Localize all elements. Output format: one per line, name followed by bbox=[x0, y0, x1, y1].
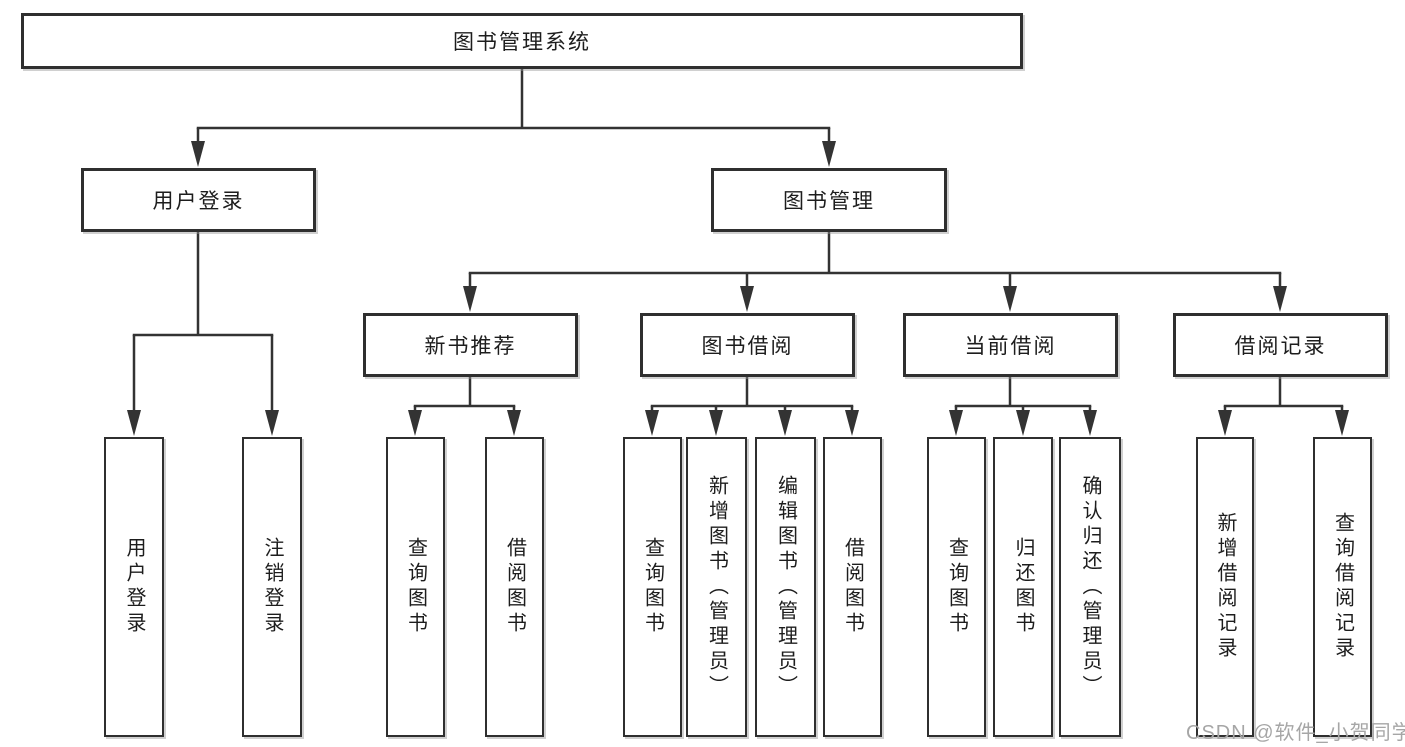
node-current-borrowing: 当前借阅 bbox=[903, 313, 1118, 377]
root-box: 图书管理系统 bbox=[21, 13, 1023, 69]
leaf-edit-book-admin-label: 编辑图书（管理员） bbox=[774, 474, 797, 700]
node-borrowing-records-label: 借阅记录 bbox=[1234, 335, 1327, 358]
node-book-borrowing-label: 图书借阅 bbox=[701, 335, 794, 358]
node-new-book-recommend: 新书推荐 bbox=[363, 313, 578, 377]
leaf-return-books-label: 归还图书 bbox=[1012, 537, 1034, 637]
leaf-logout-label: 注销登录 bbox=[261, 537, 283, 637]
node-user-login-label: 用户登录 bbox=[152, 190, 245, 213]
leaf-user-login: 用户登录 bbox=[104, 437, 164, 737]
leaf-add-borrow-record: 新增借阅记录 bbox=[1196, 437, 1254, 737]
leaf-query-books-borrowing: 查询图书 bbox=[623, 437, 682, 737]
leaf-user-login-label: 用户登录 bbox=[123, 537, 145, 637]
leaf-add-book-admin: 新增图书（管理员） bbox=[686, 437, 747, 737]
node-book-management-label: 图书管理 bbox=[783, 190, 875, 213]
leaf-query-books-recommend-label: 查询图书 bbox=[404, 537, 427, 637]
leaf-borrow-books-borrowing-label: 借阅图书 bbox=[841, 537, 864, 637]
leaf-query-books-current: 查询图书 bbox=[927, 437, 986, 737]
leaf-confirm-return-admin-label: 确认归还（管理员） bbox=[1079, 474, 1101, 700]
node-borrowing-records: 借阅记录 bbox=[1173, 313, 1388, 377]
leaf-query-borrow-record-label: 查询借阅记录 bbox=[1331, 512, 1354, 662]
root-label: 图书管理系统 bbox=[453, 31, 591, 54]
leaf-edit-book-admin: 编辑图书（管理员） bbox=[755, 437, 816, 737]
leaf-query-books-current-label: 查询图书 bbox=[945, 537, 968, 637]
node-book-borrowing: 图书借阅 bbox=[640, 313, 855, 377]
leaf-add-borrow-record-label: 新增借阅记录 bbox=[1214, 512, 1236, 662]
leaf-borrow-books-recommend-label: 借阅图书 bbox=[503, 537, 526, 637]
node-user-login: 用户登录 bbox=[81, 168, 316, 232]
leaf-borrow-books-borrowing: 借阅图书 bbox=[823, 437, 882, 737]
node-new-book-recommend-label: 新书推荐 bbox=[424, 335, 517, 358]
leaf-add-book-admin-label: 新增图书（管理员） bbox=[705, 474, 728, 700]
leaf-borrow-books-recommend: 借阅图书 bbox=[485, 437, 544, 737]
leaf-query-books-borrowing-label: 查询图书 bbox=[641, 537, 664, 637]
leaf-query-borrow-record: 查询借阅记录 bbox=[1313, 437, 1372, 737]
leaf-query-books-recommend: 查询图书 bbox=[386, 437, 445, 737]
leaf-return-books: 归还图书 bbox=[993, 437, 1053, 737]
leaf-confirm-return-admin: 确认归还（管理员） bbox=[1059, 437, 1121, 737]
node-book-management: 图书管理 bbox=[711, 168, 947, 232]
node-current-borrowing-label: 当前借阅 bbox=[964, 335, 1057, 358]
watermark: CSDN @软件_小贺同学 bbox=[1186, 722, 1405, 744]
leaf-logout: 注销登录 bbox=[242, 437, 302, 737]
